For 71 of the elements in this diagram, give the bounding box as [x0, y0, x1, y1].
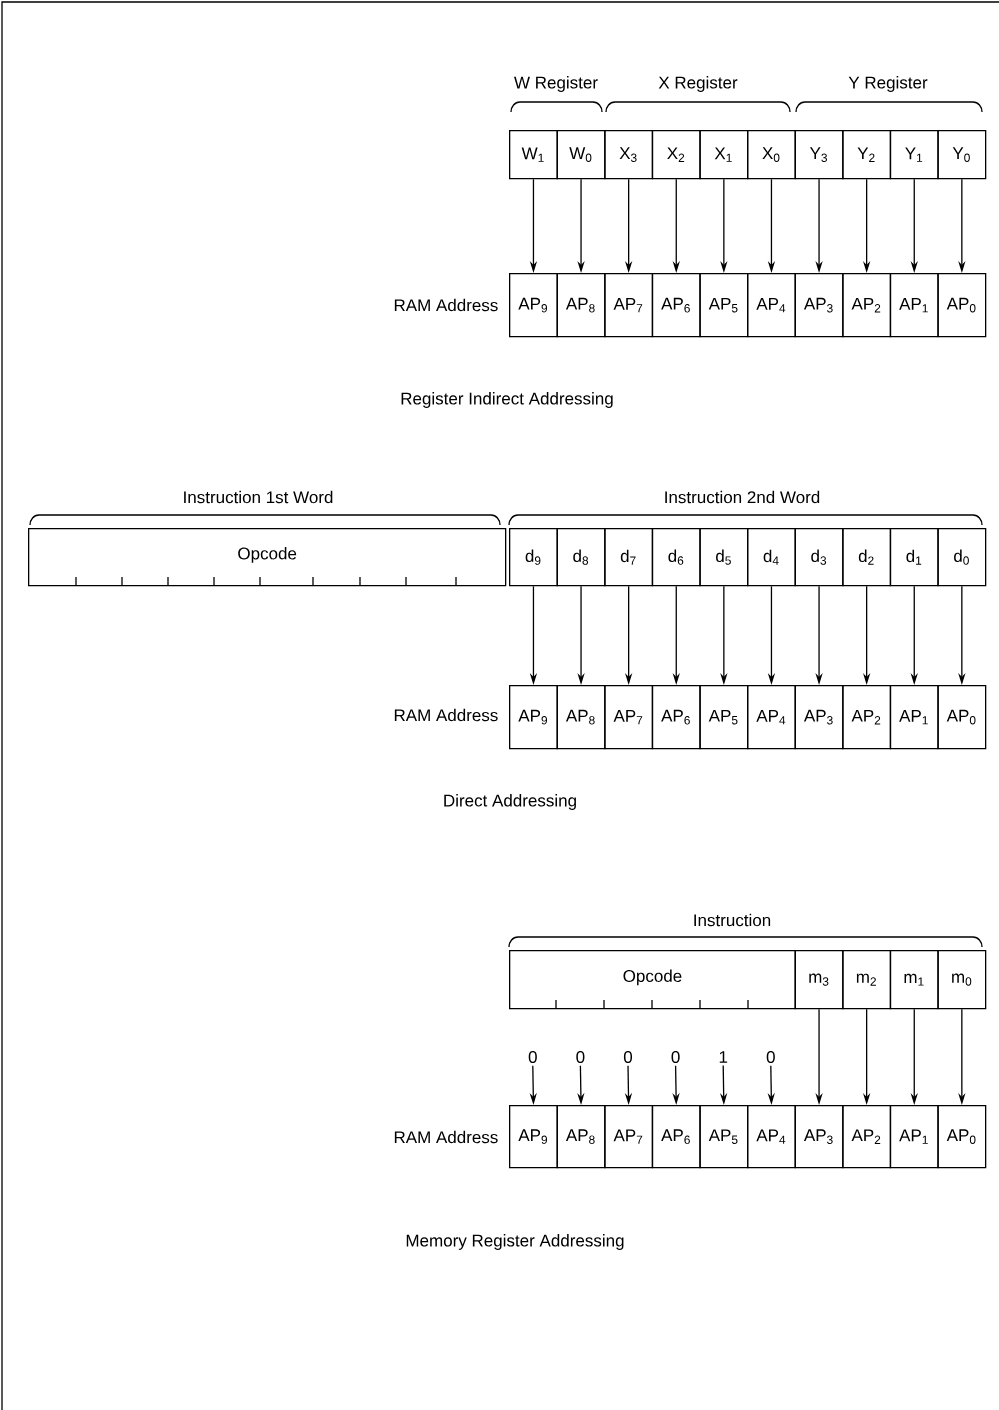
- opcode-field: Opcode: [509, 950, 796, 1010]
- bit-cell: AP$_{4}$: [747, 1105, 796, 1169]
- bit-cell: AP$_{9}$: [509, 685, 558, 750]
- bit-cell: W$_{1}$: [509, 130, 558, 180]
- register-label: X Register: [658, 76, 738, 92]
- bit-cell: d$_{8}$: [556, 528, 606, 587]
- bit-cell: AP$_{9}$: [509, 1105, 558, 1169]
- bit-cell: d$_{2}$: [842, 528, 892, 587]
- bit-value: 0: [671, 1051, 680, 1063]
- bit-value: 0: [528, 1051, 537, 1063]
- bit-cell: m$_{0}$: [937, 950, 987, 1010]
- bit-cell: AP$_{5}$: [699, 1105, 749, 1169]
- bit-cell: Y$_{2}$: [842, 130, 892, 180]
- bit-cell: AP$_{5}$: [699, 273, 749, 338]
- bit-cell: AP$_{2}$: [842, 273, 892, 338]
- field-label: Instruction 1st Word: [184, 490, 333, 504]
- field-label: Instruction: [694, 913, 771, 927]
- bit-cell: X$_{1}$: [699, 130, 749, 180]
- bit-cell: AP$_{9}$: [509, 273, 558, 338]
- bit-cell: X$_{3}$: [604, 130, 654, 180]
- bit-cell: d$_{6}$: [651, 528, 701, 587]
- bit-cell: d$_{7}$: [604, 528, 654, 587]
- bit-value: 1: [719, 1051, 728, 1063]
- register-label: W Register: [514, 76, 598, 92]
- field-label: Instruction 2nd Word: [665, 490, 820, 504]
- bit-cell: AP$_{5}$: [699, 685, 749, 750]
- bit-cell: AP$_{0}$: [937, 1105, 987, 1169]
- bit-cell: AP$_{2}$: [842, 685, 892, 750]
- bit-cell: AP$_{1}$: [889, 685, 939, 750]
- bit-cell: AP$_{3}$: [794, 685, 844, 750]
- bit-cell: AP$_{4}$: [747, 273, 796, 338]
- bit-cell: d$_{3}$: [794, 528, 844, 587]
- bit-cell: AP$_{0}$: [937, 685, 987, 750]
- bit-cell: X$_{2}$: [651, 130, 701, 180]
- bit-cell: AP$_{8}$: [556, 685, 606, 750]
- bit-cell: AP$_{1}$: [889, 273, 939, 338]
- bit-cell: d$_{4}$: [747, 528, 796, 587]
- bit-cell: m$_{3}$: [794, 950, 844, 1010]
- bit-cell: AP$_{6}$: [651, 685, 701, 750]
- bit-cell: d$_{1}$: [889, 528, 939, 587]
- bit-cell: AP$_{2}$: [842, 1105, 892, 1169]
- caption: Register Indirect Addressing: [401, 392, 613, 408]
- bit-value: 0: [576, 1051, 585, 1063]
- bit-cell: X$_{0}$: [747, 130, 796, 180]
- bit-cell: AP$_{3}$: [794, 1105, 844, 1169]
- bit-cell: d$_{5}$: [699, 528, 749, 587]
- bit-cell: AP$_{6}$: [651, 273, 701, 338]
- bit-cell: AP$_{7}$: [604, 685, 654, 750]
- bit-cell: W$_{0}$: [556, 130, 606, 180]
- bit-cell: m$_{2}$: [842, 950, 892, 1010]
- bit-cell: Y$_{3}$: [794, 130, 844, 180]
- bit-cell: AP$_{7}$: [604, 1105, 654, 1169]
- bit-cell: AP$_{4}$: [747, 685, 796, 750]
- bit-cell: AP$_{8}$: [556, 1105, 606, 1169]
- caption: Memory Register Addressing: [406, 1234, 624, 1250]
- bit-cell: AP$_{1}$: [889, 1105, 939, 1169]
- bit-cell: d$_{9}$: [509, 528, 558, 587]
- bit-cell: d$_{0}$: [937, 528, 987, 587]
- caption: Direct Addressing: [444, 794, 576, 810]
- opcode-field: Opcode: [28, 528, 507, 587]
- bit-cell: m$_{1}$: [889, 950, 939, 1010]
- bit-cell: AP$_{7}$: [604, 273, 654, 338]
- bit-cell: AP$_{6}$: [651, 1105, 701, 1169]
- bit-value: 0: [766, 1051, 775, 1063]
- bit-cell: AP$_{3}$: [794, 273, 844, 338]
- bit-cell: Y$_{0}$: [937, 130, 987, 180]
- bit-value: 0: [623, 1051, 633, 1063]
- register-label: Y Register: [848, 76, 928, 92]
- bit-cell: AP$_{0}$: [937, 273, 987, 338]
- bit-cell: AP$_{8}$: [556, 273, 606, 338]
- bit-cell: Y$_{1}$: [889, 130, 939, 180]
